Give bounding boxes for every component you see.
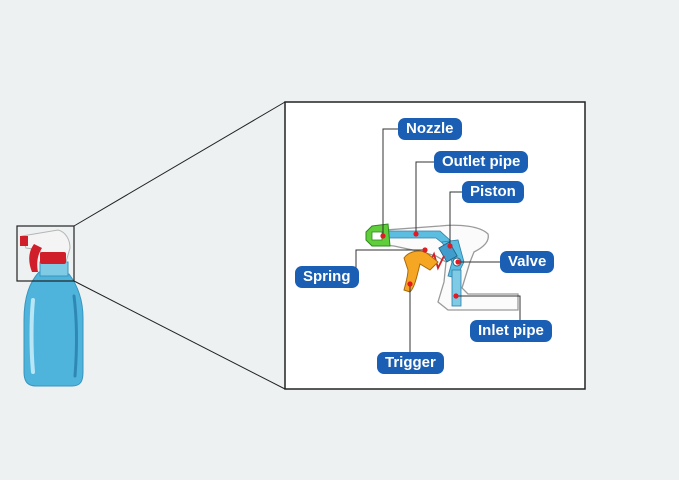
zoom-connector-bottom bbox=[73, 280, 286, 390]
trigger-part bbox=[403, 250, 439, 293]
marker-valve bbox=[455, 259, 461, 265]
bottle-shade bbox=[72, 294, 78, 378]
spray-bottle bbox=[16, 225, 84, 387]
housing-outline bbox=[371, 224, 519, 311]
bottle-highlight bbox=[29, 298, 35, 374]
marker-piston bbox=[447, 243, 453, 249]
label-outlet-pipe: Outlet pipe bbox=[434, 151, 529, 173]
leader-inlet-pipe bbox=[456, 295, 521, 320]
bottle-neck bbox=[39, 261, 69, 277]
leader-outlet-pipe bbox=[415, 161, 434, 234]
marker-spring bbox=[422, 247, 428, 253]
label-valve: Valve bbox=[500, 251, 555, 273]
sprayer-trigger bbox=[29, 244, 42, 272]
sprayer-mechanism bbox=[365, 223, 519, 311]
label-piston: Piston bbox=[462, 181, 524, 203]
label-spring: Spring bbox=[295, 266, 359, 288]
marker-nozzle bbox=[380, 233, 386, 239]
inlet-tube bbox=[451, 269, 462, 307]
leader-piston bbox=[449, 191, 462, 246]
marker-outlet-pipe bbox=[413, 231, 419, 237]
sprayer-nozzle-tip bbox=[20, 236, 28, 246]
zoom-highlight-box bbox=[16, 225, 75, 282]
marker-inlet-pipe bbox=[453, 293, 459, 299]
markers bbox=[380, 231, 461, 299]
sprayer-cap bbox=[40, 252, 66, 264]
marker-trigger bbox=[407, 281, 413, 287]
label-inlet-pipe: Inlet pipe bbox=[470, 320, 552, 342]
label-nozzle: Nozzle bbox=[398, 118, 462, 140]
leader-nozzle bbox=[382, 128, 398, 236]
label-trigger: Trigger bbox=[377, 352, 444, 374]
piston-block bbox=[438, 241, 458, 263]
bottle-body bbox=[23, 271, 84, 387]
zoom-connector-top bbox=[73, 101, 286, 227]
